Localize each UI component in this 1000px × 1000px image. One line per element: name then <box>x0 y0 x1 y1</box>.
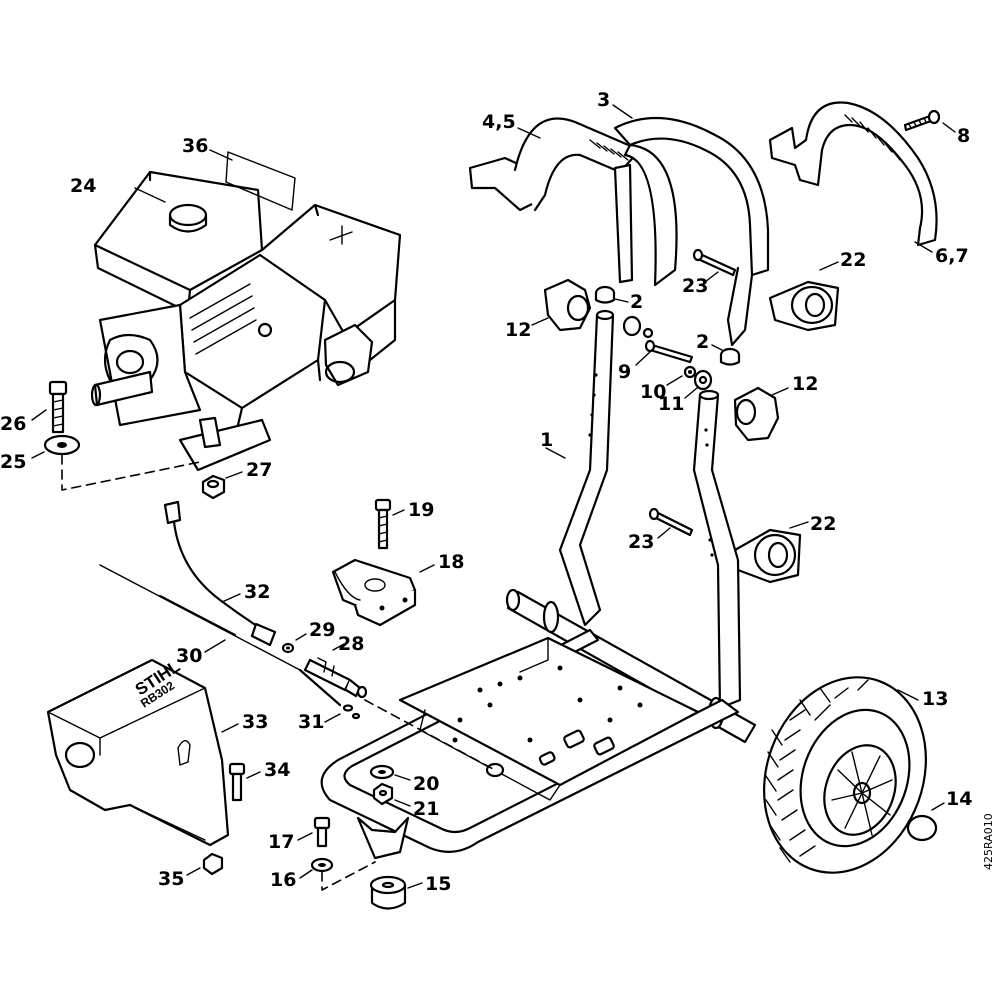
callout-22a: 22 <box>840 249 866 271</box>
upper-frame-3 <box>613 116 770 347</box>
callout-14: 14 <box>946 788 972 810</box>
plug-connector-28 <box>303 657 368 699</box>
switch-bracket-18 <box>331 558 417 627</box>
screw-8 <box>903 109 941 132</box>
spring-29 <box>281 642 295 654</box>
handle-grip-4-5 <box>468 117 642 284</box>
washer-10 <box>683 365 697 379</box>
bolt-23-upper <box>692 248 737 277</box>
callout-26: 26 <box>0 413 26 435</box>
bolt-17 <box>313 816 331 848</box>
callout-20: 20 <box>413 773 439 795</box>
callout-13: 13 <box>922 688 948 710</box>
knob-22-lower <box>733 528 802 584</box>
callout-27: 27 <box>246 459 272 481</box>
callout-12b: 12 <box>792 373 818 395</box>
callout-1: 1 <box>540 429 553 451</box>
knob-12-right <box>733 386 780 442</box>
callout-10: 10 <box>640 381 666 403</box>
callout-2b: 2 <box>696 331 709 353</box>
reference-code: 425RA010 <box>982 813 995 870</box>
knob-12-left <box>543 278 592 332</box>
nut-27 <box>201 474 226 500</box>
label-plate-36 <box>225 151 296 211</box>
bolt-26 <box>48 380 68 434</box>
bolt-34 <box>228 762 246 802</box>
callout-6-7: 6,7 <box>935 245 969 267</box>
cover-33: STIHL RB302 <box>46 657 230 847</box>
nut-21 <box>372 782 394 806</box>
nut-35 <box>202 852 224 876</box>
callout-12a: 12 <box>505 319 531 341</box>
bolt-9 <box>644 339 694 364</box>
callout-21: 21 <box>413 798 439 820</box>
knob-22-upper <box>768 280 840 332</box>
callout-35: 35 <box>158 868 184 890</box>
callout-16: 16 <box>270 869 296 891</box>
callout-19: 19 <box>408 499 434 521</box>
washer-16 <box>310 857 334 873</box>
cap-14 <box>906 814 938 842</box>
clip-31 <box>342 704 361 720</box>
callout-8: 8 <box>957 125 970 147</box>
callout-15: 15 <box>425 873 451 895</box>
callout-9: 9 <box>618 361 631 383</box>
callout-32: 32 <box>244 581 270 603</box>
cable-32 <box>163 500 277 647</box>
callout-11: 11 <box>658 393 684 415</box>
callout-3: 3 <box>597 89 610 111</box>
wheel-13 <box>763 676 938 874</box>
callout-29: 29 <box>309 619 335 641</box>
callout-34: 34 <box>264 759 290 781</box>
callout-18: 18 <box>438 551 464 573</box>
engine-assembly <box>90 151 402 472</box>
callout-22b: 22 <box>810 513 836 535</box>
callout-24: 24 <box>70 175 96 197</box>
bolt-19 <box>374 498 392 550</box>
plug-2-right <box>719 347 741 366</box>
washer-25 <box>43 434 81 456</box>
bolt-23-lower <box>648 507 694 537</box>
callout-4-5: 4,5 <box>482 111 516 133</box>
callout-23b: 23 <box>628 531 654 553</box>
callout-25: 25 <box>0 451 26 473</box>
callout-23a: 23 <box>682 275 708 297</box>
spacer-left <box>622 315 654 339</box>
callout-36: 36 <box>182 135 208 157</box>
callout-28: 28 <box>338 633 364 655</box>
callout-17: 17 <box>268 831 294 853</box>
main-frame-1 <box>320 309 757 860</box>
callout-31: 31 <box>298 711 324 733</box>
handle-guard-6-7 <box>768 101 938 247</box>
plug-2-left <box>594 285 616 304</box>
cable-30 <box>99 564 342 707</box>
callout-30: 30 <box>176 645 202 667</box>
spacer-11 <box>693 369 713 391</box>
callout-2a: 2 <box>630 291 643 313</box>
washer-20 <box>369 764 395 780</box>
rubber-foot-15 <box>369 875 407 910</box>
callout-33: 33 <box>242 711 268 733</box>
